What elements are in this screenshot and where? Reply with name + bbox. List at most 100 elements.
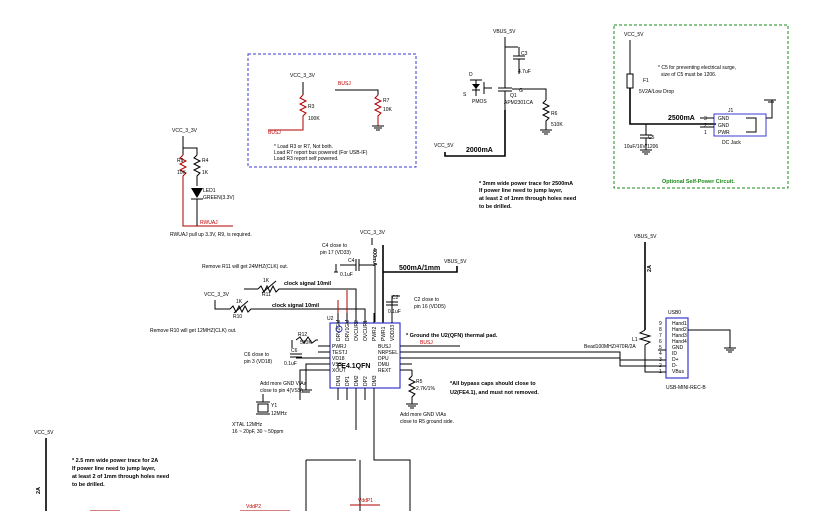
note-gnd-vias-1: Add more GND VIAs [260, 381, 307, 387]
chip-pin-top: OVCUR2 [354, 320, 360, 341]
jack-pin-pwr: PWR [718, 130, 730, 136]
c2-value: 0.1uF [388, 309, 401, 315]
dc-jack-icon [713, 113, 767, 137]
jack-pin-gnd1: GND [718, 116, 730, 122]
note-trace3mm-4: to be drilled. [479, 204, 512, 210]
chip-pin-right: DPU [378, 356, 389, 362]
chip-pin1-icon [335, 325, 343, 333]
net-vcc5-bottom: VCC_5V [34, 430, 54, 436]
pmos-label: PMOS [472, 99, 487, 105]
led1-value: GREEN(3.3V) [203, 195, 235, 201]
r12-label: R12 [298, 332, 307, 338]
usb0-value: USB-MINI-REC-B [666, 385, 706, 391]
usb0-label: USB0 [668, 310, 681, 316]
usb-pin-label: Hand1 [672, 321, 687, 327]
net-vcc5-top: VCC_5V [434, 143, 454, 149]
jack-pin-gnd2: GND [718, 123, 730, 129]
r4-label: R4 [202, 158, 209, 164]
note-c6close-2: pin 3 (VD18) [244, 359, 272, 365]
chip-pin-bottom: DP2 [363, 376, 369, 386]
r3-value: 100K [308, 116, 320, 122]
net-vddp1: VddP1 [358, 498, 373, 504]
note-gnd-vias-2: close to pin 4(VSS) [260, 388, 303, 394]
r6-value: 510K [551, 122, 563, 128]
note-load-3: Load R3 report self powered. [274, 156, 338, 162]
note-c2close-2: pin 16 (VDD5) [414, 304, 446, 310]
optional-self-power-box [613, 24, 789, 189]
jack-pin-num-1: 1 [704, 130, 707, 136]
note-c2close-1: C2 close to [414, 297, 439, 303]
u2-value: FE4.1QFN [337, 363, 370, 370]
chip-pin-right: BUSJ [378, 344, 391, 350]
note-trace3mm-3: at least 2 of 1mm through holes need [479, 196, 576, 202]
r5-label: R5 [416, 379, 423, 385]
r10-value: 1K [236, 299, 243, 305]
c4-label: C4 [348, 258, 355, 264]
net-400ma: 400mA [371, 248, 377, 266]
usb-pin-num: 8 [659, 327, 662, 333]
r7-label: R7 [383, 98, 390, 104]
r5-value: 2.7K/1% [416, 386, 435, 392]
chip-pin-right: REXT [378, 368, 391, 374]
trace-2000ma: 2000mA [466, 147, 493, 154]
chip-pin-left: PWRJ [332, 344, 347, 350]
usb-pin-num: 4 [659, 351, 662, 357]
usb-pin-label: ID [672, 351, 677, 357]
pmos-s-label: S [463, 92, 467, 98]
chip-pin-bottom: DP1 [345, 376, 351, 386]
note-c4close-2: pin 17 (VD33) [320, 250, 351, 256]
usb-pin-num: 9 [659, 321, 662, 327]
f1-value: 5V2A/Low Drop [639, 89, 674, 95]
c2-label: C2 [392, 295, 399, 301]
r7-value: 10K [383, 107, 393, 113]
chip-pin-bottom: DM2 [354, 375, 360, 386]
led-icon [191, 188, 203, 198]
trace-500ma: 500mA/1mm [399, 265, 440, 272]
note-load-1: * Load R3 or R7, Not both. [274, 144, 333, 150]
note-optional: Optional Self-Power Circuit. [662, 179, 735, 185]
note-ground-pad: * Ground the U2(QFN) thermal pad. [406, 333, 498, 339]
note-trace25-1: * 2.5 mm wide power trace for 2A [72, 458, 158, 464]
y1-value: 12MHz [271, 411, 287, 417]
usb-pin-label: GND [672, 345, 684, 351]
trace-2500ma: 2500mA [668, 115, 695, 122]
net-vddp2: VddP2 [246, 504, 261, 510]
note-clk2: clock signal 10mil [272, 303, 320, 309]
j1-value: DC Jack [722, 140, 741, 146]
pmos-icon [470, 79, 492, 96]
chip-pin-right: NRPSEL [378, 350, 398, 356]
note-rwuaj: RWUAJ pull up 3.3V, R9, is required. [170, 232, 252, 238]
f1-label: F1 [643, 78, 649, 84]
note-xtal-1: X'TAL 12MHz [232, 422, 263, 428]
net-vcc33-r10: VCC_3_3V [204, 292, 230, 298]
net-rwuaj: RWUAJ [200, 220, 218, 226]
note-bypass-1: *All bypass caps should close to [450, 381, 536, 387]
r11-value: 1K [263, 278, 270, 284]
net-vbus5-usb: VBUS_5V [634, 234, 657, 240]
chip-pin-top: DRV1GM [345, 320, 351, 341]
trace-2a-usb: 2A [647, 265, 653, 272]
c5-value: 10uF/16V/1206 [624, 144, 658, 150]
note-gnd-r5-2: close to R5 ground side. [400, 419, 454, 425]
note-c5-1: * C5 for preventing electrical surge, [658, 65, 736, 71]
note-load-2: Load R7 report bus powered (For USB-IF) [274, 150, 368, 156]
usb-pin-num: 7 [659, 333, 662, 339]
r3-label: R3 [308, 104, 315, 110]
c6-value: 0.1uF [284, 361, 297, 367]
note-c4close-1: C4 close to [322, 243, 347, 249]
usb-connector-icon [665, 317, 689, 379]
r12-value: 510K [300, 340, 312, 346]
note-trace3mm-2: If power line need to jump layer, [479, 188, 563, 194]
note-bypass-2: U2(FE4.1), and must not removed. [450, 390, 539, 396]
chip-pin-left: TESTJ [332, 350, 348, 356]
net-vcc33-led: VCC_3_3V [172, 128, 198, 134]
c5-label: C5 [648, 135, 655, 141]
chip-pin-top: PWR2 [372, 326, 378, 341]
trace-2a-bottom: 2A [36, 487, 42, 494]
chip-pin-top: PWR1 [381, 326, 387, 341]
note-remove-r10: Remove R10 will get 12MHZ(CLK) out. [150, 328, 236, 334]
note-trace25-2: If power line need to jump layer, [72, 466, 156, 472]
net-busj-u2: BUSJ [420, 340, 433, 346]
c6-label: C6 [291, 348, 298, 354]
chip-pin-top: OVCUR1 [363, 320, 369, 341]
